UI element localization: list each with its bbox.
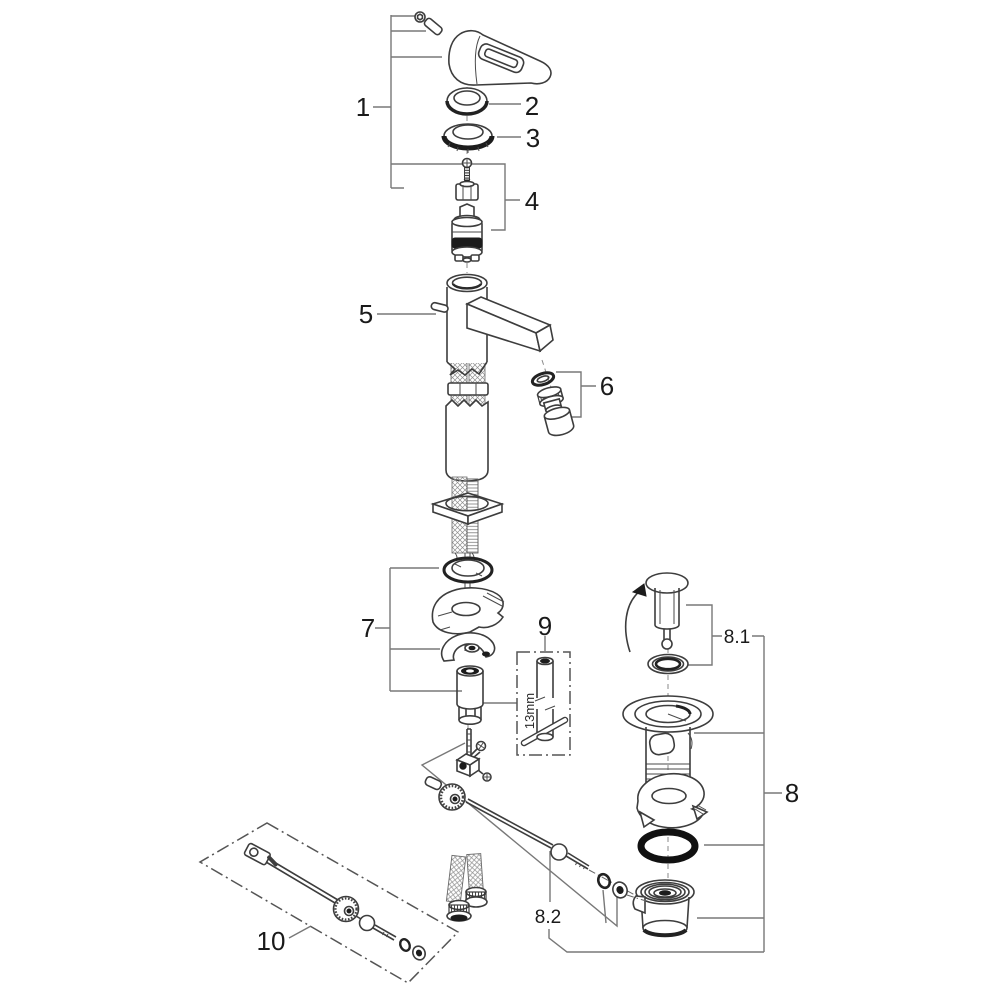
bracket-8-2 — [420, 742, 618, 928]
plug-seal-ring — [647, 653, 689, 675]
mounting-clamp — [440, 632, 496, 662]
hex-adapter — [455, 180, 479, 201]
supply-hose-ends — [445, 853, 488, 922]
base-sleeve — [445, 398, 489, 482]
square-escutcheon-plate — [430, 492, 505, 526]
mounting-stud — [456, 665, 484, 725]
handle-skirt-ring-2 — [445, 87, 489, 116]
bracket-4 — [391, 163, 520, 231]
wedge-gasket — [636, 772, 709, 829]
callout-4: 4 — [525, 186, 539, 216]
popup-knurled-nut — [438, 783, 466, 811]
drain-o-ring — [637, 828, 699, 864]
tool-kit-box-9 — [516, 651, 571, 756]
tailpiece-washer-small — [612, 881, 628, 899]
cap-nut-ring-3 — [441, 123, 495, 153]
popup-joint-cube — [455, 753, 481, 778]
aerator-gasket — [530, 371, 556, 387]
callout-5: 5 — [359, 299, 373, 329]
drain-tailpiece — [632, 879, 695, 938]
aerator-housing — [543, 406, 575, 437]
callout-8: 8 — [785, 778, 799, 808]
leader-9 — [483, 636, 546, 704]
callout-1: 1 — [356, 92, 370, 122]
handle-screw-washer — [414, 11, 426, 23]
bracket-1 — [373, 15, 442, 189]
popup-rod-kit — [243, 842, 426, 961]
rotation-arrow — [624, 583, 647, 653]
cartridge-screw — [461, 157, 473, 185]
rod-kit-box-10 — [198, 822, 460, 984]
cartridge — [451, 203, 483, 263]
callout-10: 10 — [257, 926, 286, 956]
bracket-6 — [556, 371, 596, 418]
bracket-8-1 — [686, 604, 764, 666]
callout-7: 7 — [361, 613, 375, 643]
callout-9: 9 — [538, 611, 552, 641]
callout-3: 3 — [526, 123, 540, 153]
handle-screw — [423, 17, 443, 36]
side-pin — [430, 301, 449, 313]
tailpiece-o-ring-small — [596, 872, 612, 890]
bracket-8 — [548, 636, 782, 953]
callout-8-2: 8.2 — [535, 907, 561, 928]
base-gasket-ring — [442, 556, 494, 584]
washer-axis — [626, 894, 647, 902]
popup-joint-screw-top — [469, 740, 487, 759]
popup-joint-screw-bottom — [477, 769, 492, 782]
wrench-size-note: 13mm — [522, 693, 537, 729]
popup-rod — [465, 798, 590, 870]
stabilizer-plate — [431, 587, 505, 635]
assembly-axes — [466, 87, 669, 902]
bracket-7 — [375, 567, 462, 692]
popup-plug-small — [424, 776, 443, 791]
socket-wrench-tool — [520, 656, 569, 747]
callout-2: 2 — [525, 91, 539, 121]
callout-leaders — [288, 15, 782, 953]
spout — [465, 296, 554, 353]
lever-handle — [448, 29, 552, 86]
callout-labels: 1 2 3 4 5 6 7 8 8.1 8.2 9 10 13mm — [257, 91, 800, 956]
callout-6: 6 — [600, 371, 614, 401]
stud-screw-pin — [466, 728, 472, 766]
callout-8-1: 8.1 — [724, 627, 750, 648]
drain-plug — [645, 572, 689, 650]
drain-flange-body — [622, 695, 714, 792]
leader-10 — [288, 925, 312, 939]
